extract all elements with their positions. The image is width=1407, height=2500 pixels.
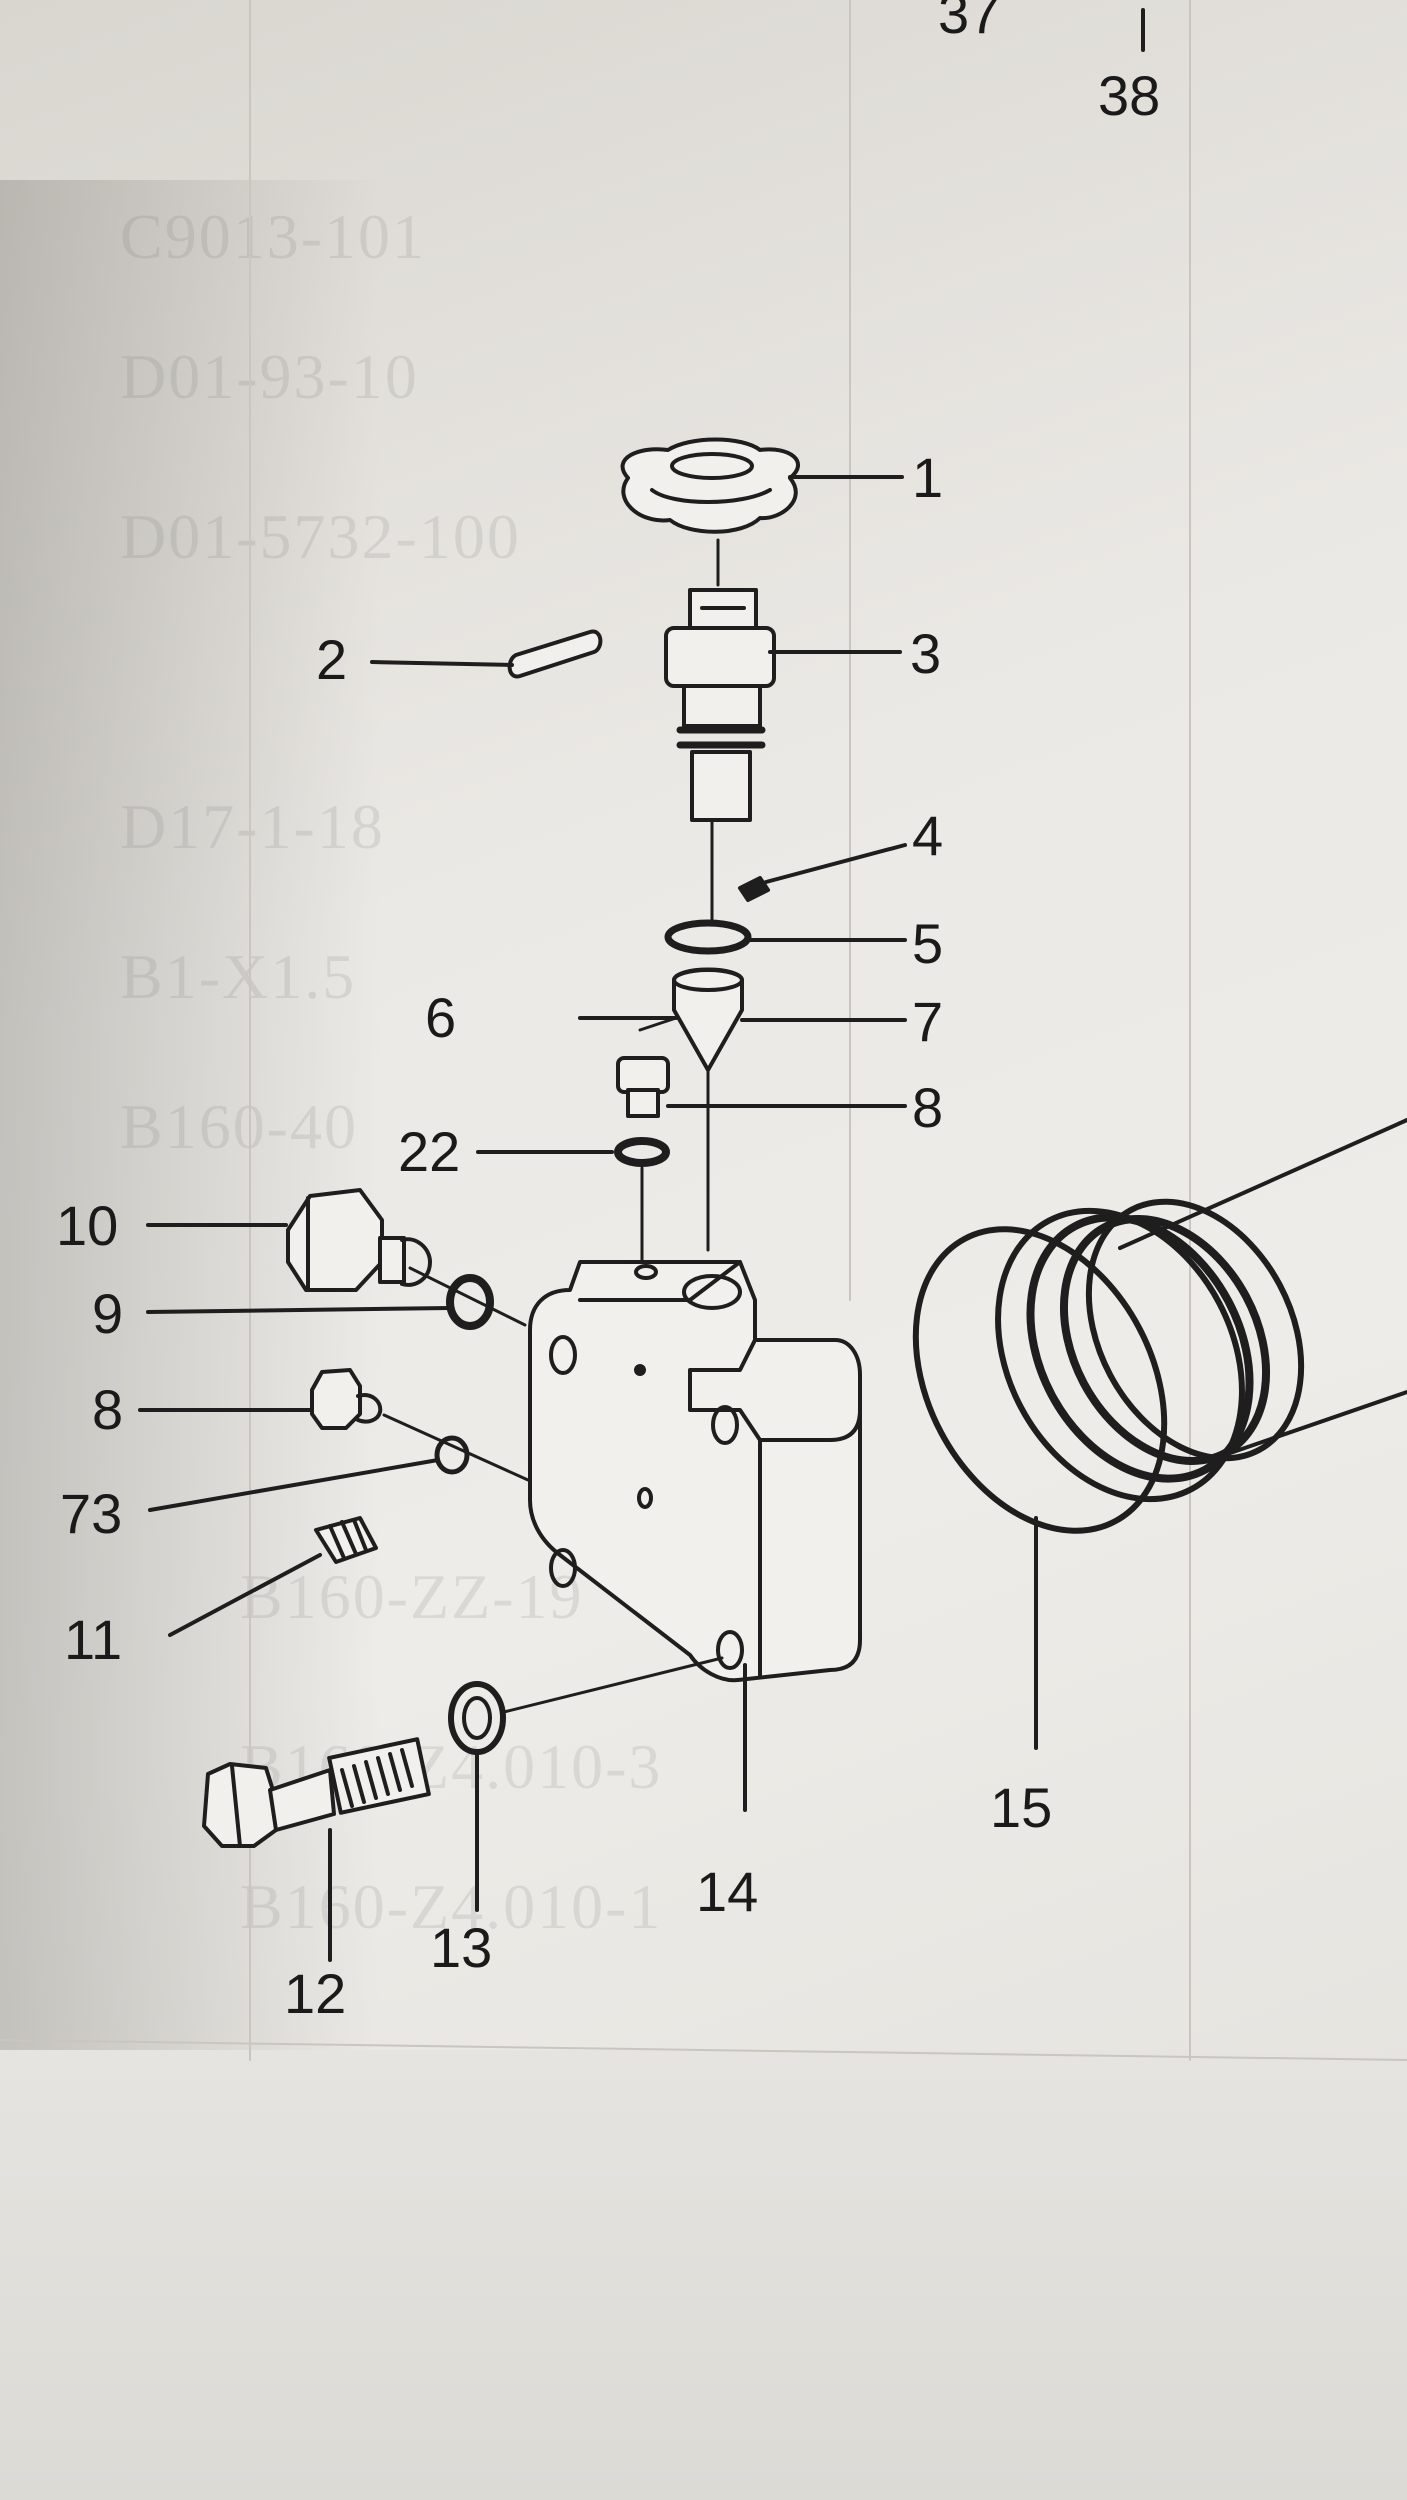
show-through-text-3: D01-5732-100 — [120, 501, 521, 572]
axis-8-14 — [382, 1413, 530, 1482]
callout-4: 4 — [912, 804, 944, 867]
washer-part-22 — [614, 1137, 670, 1167]
callout-11: 11 — [64, 1608, 123, 1671]
bolt-part-12 — [202, 1737, 431, 1848]
plug-part-8-lower — [310, 1368, 383, 1430]
show-through-text-4: D17-1-18 — [120, 791, 385, 862]
leader-73 — [148, 1458, 440, 1512]
leader-6-tip — [638, 1016, 678, 1032]
show-through-text-2: D01-93-10 — [120, 341, 419, 412]
callout-8-lower: 8 — [92, 1378, 124, 1441]
cylinder-tube — [995, 1118, 1407, 1503]
axis-13-14 — [502, 1656, 724, 1714]
callout-3: 3 — [910, 622, 942, 685]
show-through-text-1: C9013-101 — [120, 201, 426, 272]
callout-7: 7 — [912, 990, 944, 1053]
leader-2 — [370, 660, 514, 667]
callout-73: 73 — [60, 1482, 123, 1545]
leader-9 — [146, 1306, 452, 1314]
callout-22: 22 — [398, 1120, 461, 1183]
washer-part-13 — [448, 1681, 506, 1755]
callout-14: 14 — [696, 1860, 759, 1923]
callout-13: 13 — [430, 1916, 493, 1979]
callout-37: 37 — [938, 0, 1001, 45]
show-through-text-6: B160-40 — [120, 1091, 358, 1162]
axis-10-14 — [408, 1266, 527, 1327]
plug-part-8-upper — [616, 1056, 670, 1118]
show-through-text-5: B1-X1.5 — [120, 941, 357, 1012]
lower-page-margin — [0, 2050, 1407, 2500]
callout-9: 9 — [92, 1282, 124, 1345]
o-ring-part-73 — [434, 1435, 470, 1475]
callout-10: 10 — [56, 1194, 119, 1257]
callout-8-upper: 8 — [912, 1076, 944, 1139]
valve-body-part-14 — [528, 1260, 862, 1683]
fitting-part-10 — [286, 1188, 432, 1292]
leader-11 — [168, 1553, 322, 1637]
show-through-text-9: B160-Z4.010-1 — [240, 1871, 663, 1942]
page-shadow — [0, 180, 380, 2080]
adjusting-screw-part-3 — [664, 588, 776, 822]
small-pin-part-4 — [738, 876, 770, 902]
set-screw-part-11 — [314, 1516, 378, 1564]
poppet-part-7 — [672, 967, 744, 1072]
callout-12: 12 — [284, 1962, 347, 2025]
o-ring-part-5 — [664, 919, 752, 955]
callout-38: 38 — [1098, 64, 1161, 127]
knob-part-1 — [620, 437, 800, 534]
callout-2: 2 — [316, 628, 348, 691]
pin-part-2 — [507, 629, 603, 679]
callout-5: 5 — [912, 912, 944, 975]
large-o-ring-part-15 — [912, 1226, 1168, 1534]
show-through-text-7: B160-ZZ-19 — [240, 1561, 584, 1632]
callout-1: 1 — [912, 446, 944, 509]
leader-4 — [764, 843, 907, 884]
seal-part-9 — [446, 1274, 494, 1330]
callout-6: 6 — [425, 986, 457, 1049]
callout-15: 15 — [990, 1776, 1053, 1839]
